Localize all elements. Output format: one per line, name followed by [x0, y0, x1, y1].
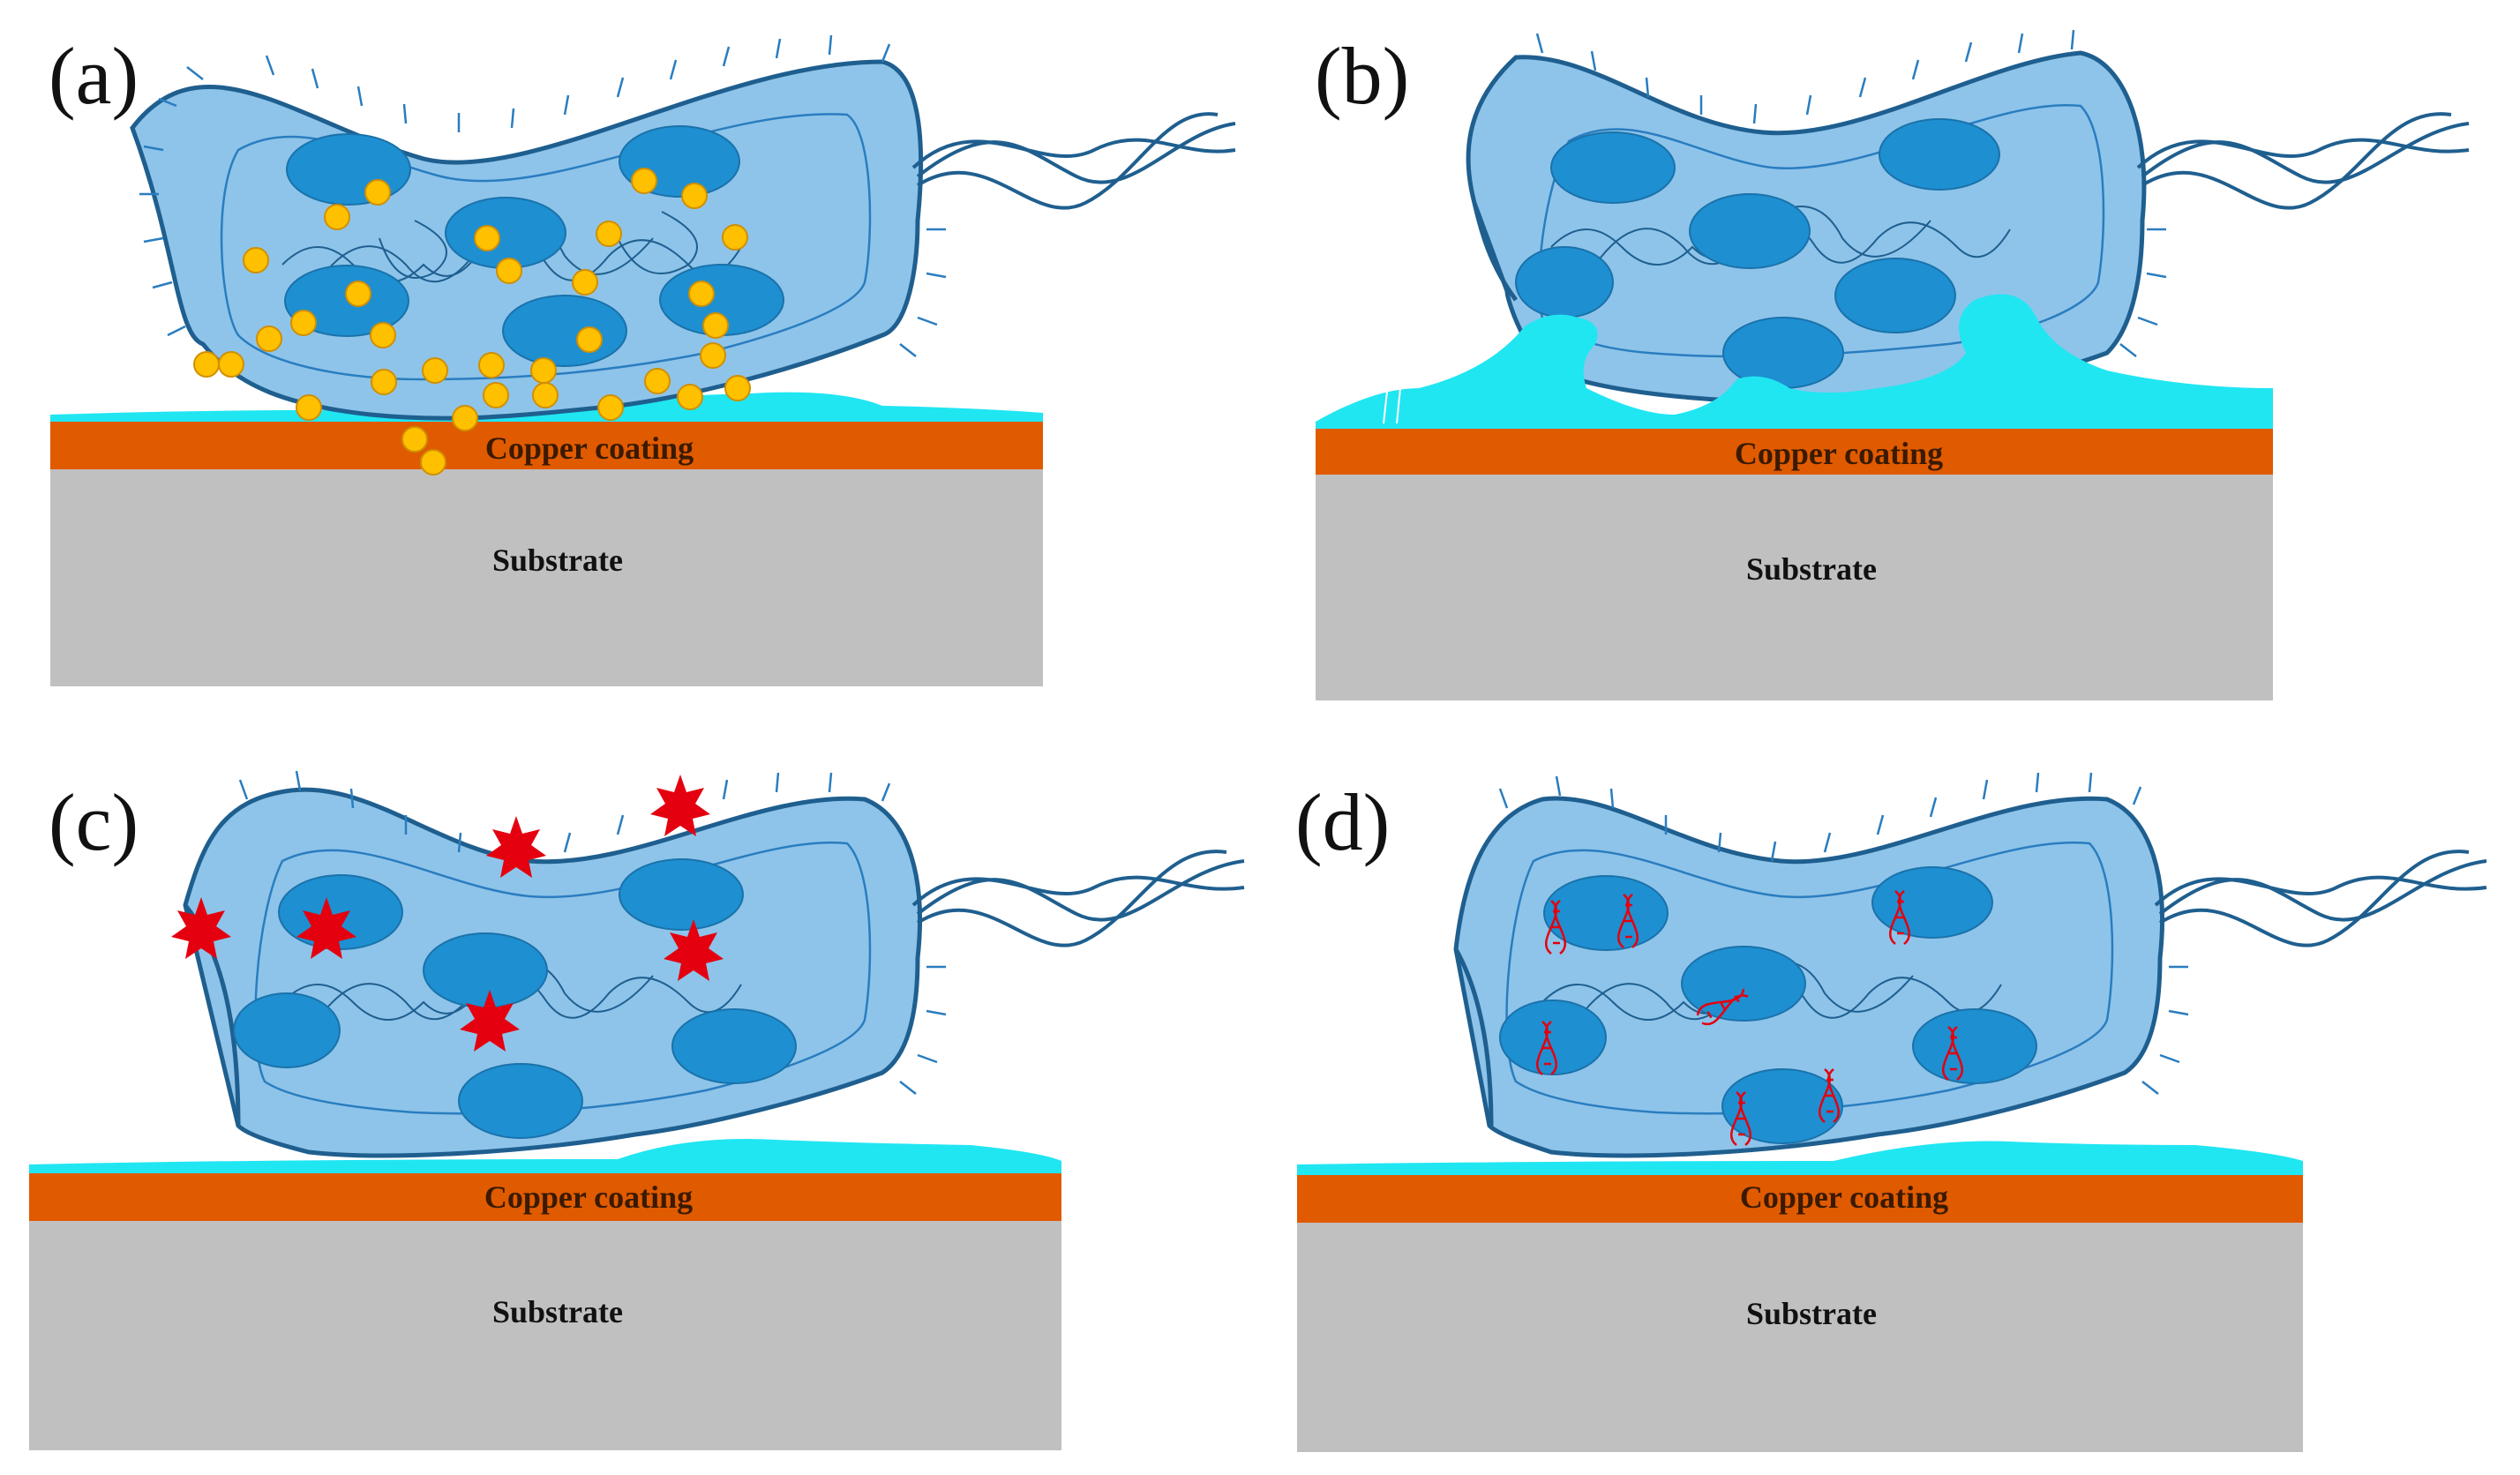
damaged-dna: [1535, 890, 1964, 1146]
panel-label: (c): [49, 777, 139, 867]
flagella: [911, 850, 1245, 947]
pili: [139, 34, 947, 357]
copper-coating-label: Copper coating: [1734, 436, 1944, 471]
panel-c-illustration: [29, 770, 1245, 1450]
copper-coating-layer: [50, 422, 1043, 469]
panel-b: (b) Copper coating Substrate: [1260, 0, 2520, 738]
copper-coating-label: Copper coating: [1739, 1179, 1949, 1215]
substrate-block: [29, 1219, 1061, 1450]
substrate-label: Substrate: [1745, 551, 1878, 587]
panel-label: (d): [1295, 777, 1391, 867]
flagella: [911, 112, 1236, 210]
substrate-label: Substrate: [491, 1294, 624, 1329]
panel-d-illustration: [1297, 772, 2487, 1452]
biofilm-layer: [29, 1138, 1061, 1173]
reactive-oxygen-species: [171, 775, 724, 1052]
bacterium-cell: [130, 34, 1236, 421]
substrate-label: Substrate: [1745, 1296, 1878, 1331]
copper-coating-layer: [1316, 429, 2273, 475]
bacterium-cell: [1453, 772, 2487, 1158]
leaked-cytoplasm: [1316, 294, 2273, 429]
panel-label: (a): [49, 31, 139, 121]
substrate-block: [50, 468, 1043, 686]
substrate-label: Substrate: [491, 543, 624, 578]
bacterium-cell: [183, 770, 1245, 1158]
panel-c: (c) Copper coating Substrate: [0, 738, 1260, 1475]
copper-coating-label: Copper coating: [484, 1179, 694, 1215]
biofilm-layer: [1297, 1141, 2303, 1175]
substrate-block: [1297, 1221, 2303, 1452]
panel-a: (a) Copper coating Substrate: [0, 0, 1260, 738]
copper-coating-layer: [1297, 1175, 2303, 1223]
copper-coating-label: Copper coating: [484, 431, 694, 466]
substrate-block: [1316, 473, 2273, 700]
panel-label: (b): [1315, 31, 1410, 121]
panel-a-illustration: [50, 34, 1236, 686]
flagella: [2136, 112, 2470, 210]
panel-b-illustration: [1316, 29, 2470, 700]
copper-ions: [193, 168, 751, 475]
panel-d: (d) Copper coating Substrate: [1260, 738, 2520, 1475]
flagella: [2154, 850, 2487, 947]
copper-coating-layer: [29, 1173, 1061, 1221]
